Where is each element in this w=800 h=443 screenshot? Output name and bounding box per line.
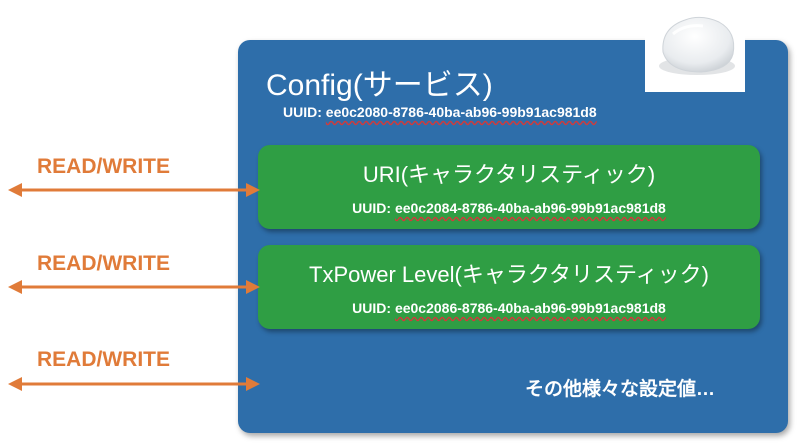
uuid-label: UUID: [283, 104, 322, 120]
read-write-label: READ/WRITE [37, 252, 170, 275]
service-title: Config(サービス) [266, 69, 493, 102]
double-arrow-icon [8, 377, 260, 391]
uuid-value: ee0c2086-8786-40ba-ab96-99b91ac981d8 [394, 300, 666, 316]
read-write-label: READ/WRITE [37, 348, 170, 371]
characteristic-box-uri: URI(キャラクタリスティック) UUID: ee0c2084-8786-40b… [258, 145, 760, 229]
characteristic-name: URI(キャラクタリスティック) [362, 162, 656, 187]
uuid-label: UUID: [352, 300, 392, 316]
characteristic-uuid: UUID: ee0c2084-8786-40ba-ab96-99b91ac981… [258, 200, 760, 216]
uuid-value: ee0c2080-8786-40ba-ab96-99b91ac981d8 [325, 104, 597, 120]
read-write-label: READ/WRITE [37, 155, 170, 178]
characteristic-box-txpower: TxPower Level(キャラクタリスティック) UUID: ee0c208… [258, 245, 760, 329]
uuid-label: UUID: [352, 200, 392, 216]
uuid-value: ee0c2084-8786-40ba-ab96-99b91ac981d8 [394, 200, 666, 216]
characteristic-name: TxPower Level(キャラクタリスティック) [309, 262, 709, 287]
service-uuid: UUID: ee0c2080-8786-40ba-ab96-99b91ac981… [283, 104, 597, 120]
characteristic-uuid: UUID: ee0c2086-8786-40ba-ab96-99b91ac981… [258, 300, 760, 316]
double-arrow-icon [8, 183, 260, 197]
service-box [238, 40, 788, 433]
other-settings-text: その他様々な設定値… [525, 379, 716, 400]
beacon-device-image [645, 0, 745, 92]
double-arrow-icon [8, 280, 260, 294]
